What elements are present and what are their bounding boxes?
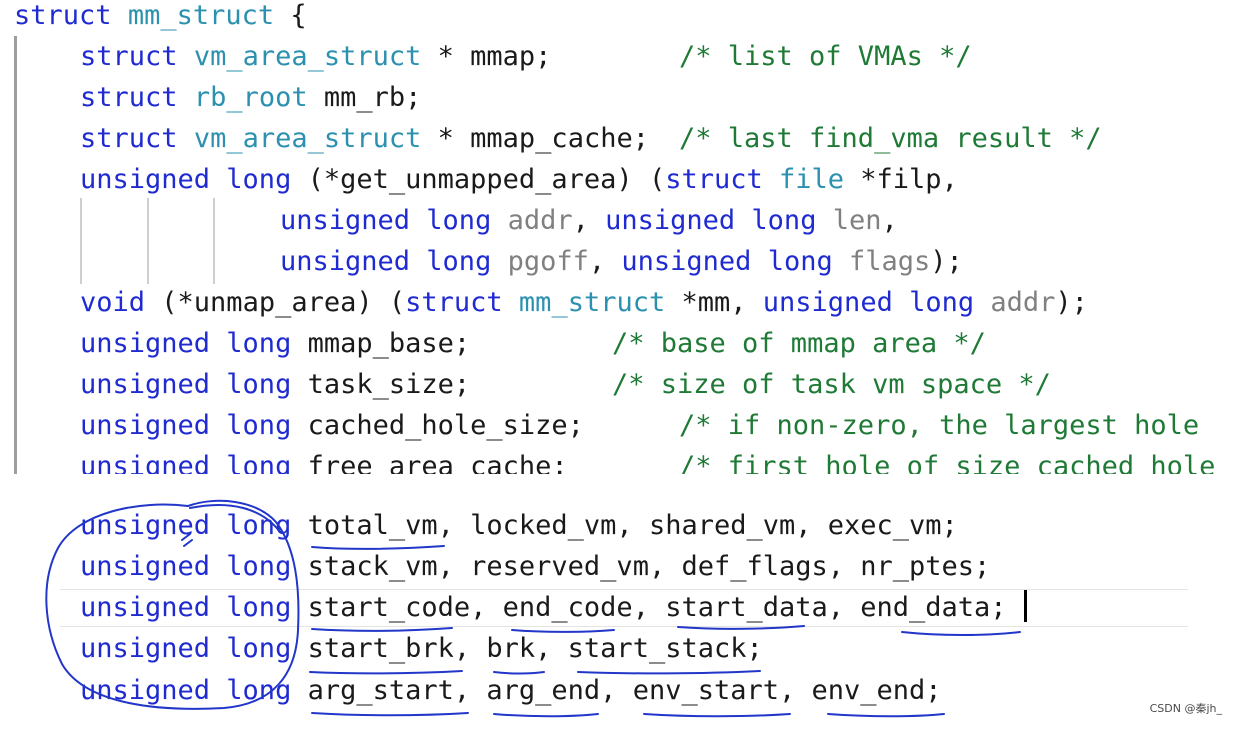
code-line: unsigned long task_size; <box>80 367 470 403</box>
code-line: unsigned long pgoff, unsigned long flags… <box>280 244 963 280</box>
code-line: unsigned long stack_vm, reserved_vm, def… <box>80 549 990 585</box>
code-comment: /* last find_vma result */ <box>679 123 1102 154</box>
code-text: (*get_unmapped_area) ( <box>291 164 666 195</box>
code-param: pgoff <box>491 246 589 277</box>
code-keyword: unsigned long <box>80 551 292 582</box>
code-param: flags <box>832 246 931 277</box>
code-text: * mmap; <box>421 41 552 72</box>
code-text: , <box>572 205 606 236</box>
text-cursor <box>1024 590 1027 622</box>
watermark: CSDN @秦jh_ <box>1149 702 1222 715</box>
indent-guide <box>14 36 17 476</box>
code-line: unsigned long addr, unsigned long len, <box>280 203 898 239</box>
current-line-highlight <box>60 626 1188 627</box>
code-line: unsigned long mmap_base; <box>80 326 470 362</box>
code-type: rb_root <box>193 82 308 113</box>
code-keyword: unsigned long <box>80 510 292 541</box>
code-keyword: struct <box>80 82 178 113</box>
code-line: unsigned long start_brk, brk, start_stac… <box>80 631 763 667</box>
code-type: vm_area_struct <box>193 123 422 154</box>
indent-guide <box>147 198 149 284</box>
code-line: unsigned long total_vm, locked_vm, share… <box>80 508 958 544</box>
code-text: mm_rb; <box>307 82 422 113</box>
code-type: vm_area_struct <box>193 41 422 72</box>
code-text: (*unmap_area) ( <box>145 287 406 318</box>
code-line: unsigned long start_code, end_code, star… <box>80 590 1007 626</box>
code-text: ); <box>1055 287 1088 318</box>
code-keyword: unsigned long <box>80 675 292 706</box>
code-param: addr <box>491 205 573 236</box>
code-keyword: unsigned long <box>80 369 292 400</box>
code-line: struct rb_root mm_rb; <box>80 80 421 116</box>
code-line: unsigned long arg_start, arg_end, env_st… <box>80 673 942 709</box>
code-text: ); <box>930 246 963 277</box>
code-keyword: struct <box>405 287 503 318</box>
code-comment: /* list of VMAs */ <box>679 41 972 72</box>
code-text: *filp, <box>844 164 958 195</box>
code-keyword: struct <box>80 123 178 154</box>
code-line: unsigned long cached_hole_size; <box>80 408 584 444</box>
code-type: mm_struct <box>127 0 275 31</box>
code-keyword: struct <box>665 164 763 195</box>
code-param: len <box>816 205 882 236</box>
code-text: total_vm, locked_vm, shared_vm, exec_vm; <box>291 510 958 541</box>
code-text: arg_start, arg_end, env_start, env_end; <box>291 675 942 706</box>
indent-guide <box>80 198 82 284</box>
code-keyword: unsigned long <box>621 246 833 277</box>
code-text: , <box>881 205 898 236</box>
current-line-highlight <box>60 589 1188 590</box>
code-type: file <box>762 164 845 195</box>
code-keyword: struct <box>14 0 112 31</box>
code-comment: /* size of task vm space */ <box>612 369 1051 400</box>
code-keyword: unsigned long <box>80 328 292 359</box>
code-keyword: void <box>80 287 146 318</box>
code-text: task_size; <box>291 369 471 400</box>
code-line: unsigned long (*get_unmapped_area) (stru… <box>80 162 958 198</box>
code-text: cached_hole_size; <box>291 410 584 441</box>
code-keyword: unsigned long <box>280 246 492 277</box>
code-keyword: unsigned long <box>605 205 817 236</box>
code-comment: /* base of mmap area */ <box>612 328 986 359</box>
code-text: stack_vm, reserved_vm, def_flags, nr_pte… <box>291 551 991 582</box>
code-text: *mm, <box>665 287 763 318</box>
code-text: , <box>588 246 622 277</box>
code-line: struct mm_struct { <box>14 0 307 34</box>
code-text: mmap_base; <box>291 328 471 359</box>
code-param: addr <box>974 287 1056 318</box>
code-line: struct vm_area_struct * mmap_cache; <box>80 121 649 157</box>
code-keyword: unsigned long <box>280 205 492 236</box>
code-text: * mmap_cache; <box>421 123 649 154</box>
code-keyword: struct <box>80 41 178 72</box>
code-keyword: unsigned long <box>762 287 975 318</box>
code-line: void (*unmap_area) (struct mm_struct *mm… <box>80 285 1088 321</box>
code-comment: /* if non-zero, the largest hole <box>679 410 1200 441</box>
code-keyword: unsigned long <box>80 592 292 623</box>
code-keyword: unsigned long <box>80 633 292 664</box>
indent-guide <box>213 198 215 284</box>
code-text: start_brk, brk, start_stack; <box>291 633 763 664</box>
code-line: struct vm_area_struct * mmap; <box>80 39 551 75</box>
screenshot-seam <box>0 474 1236 508</box>
code-text: start_code, end_code, start_data, end_da… <box>291 592 1007 623</box>
code-text: { <box>274 0 307 31</box>
code-keyword: unsigned long <box>80 164 292 195</box>
code-keyword: unsigned long <box>80 410 292 441</box>
code-type: mm_struct <box>502 287 666 318</box>
